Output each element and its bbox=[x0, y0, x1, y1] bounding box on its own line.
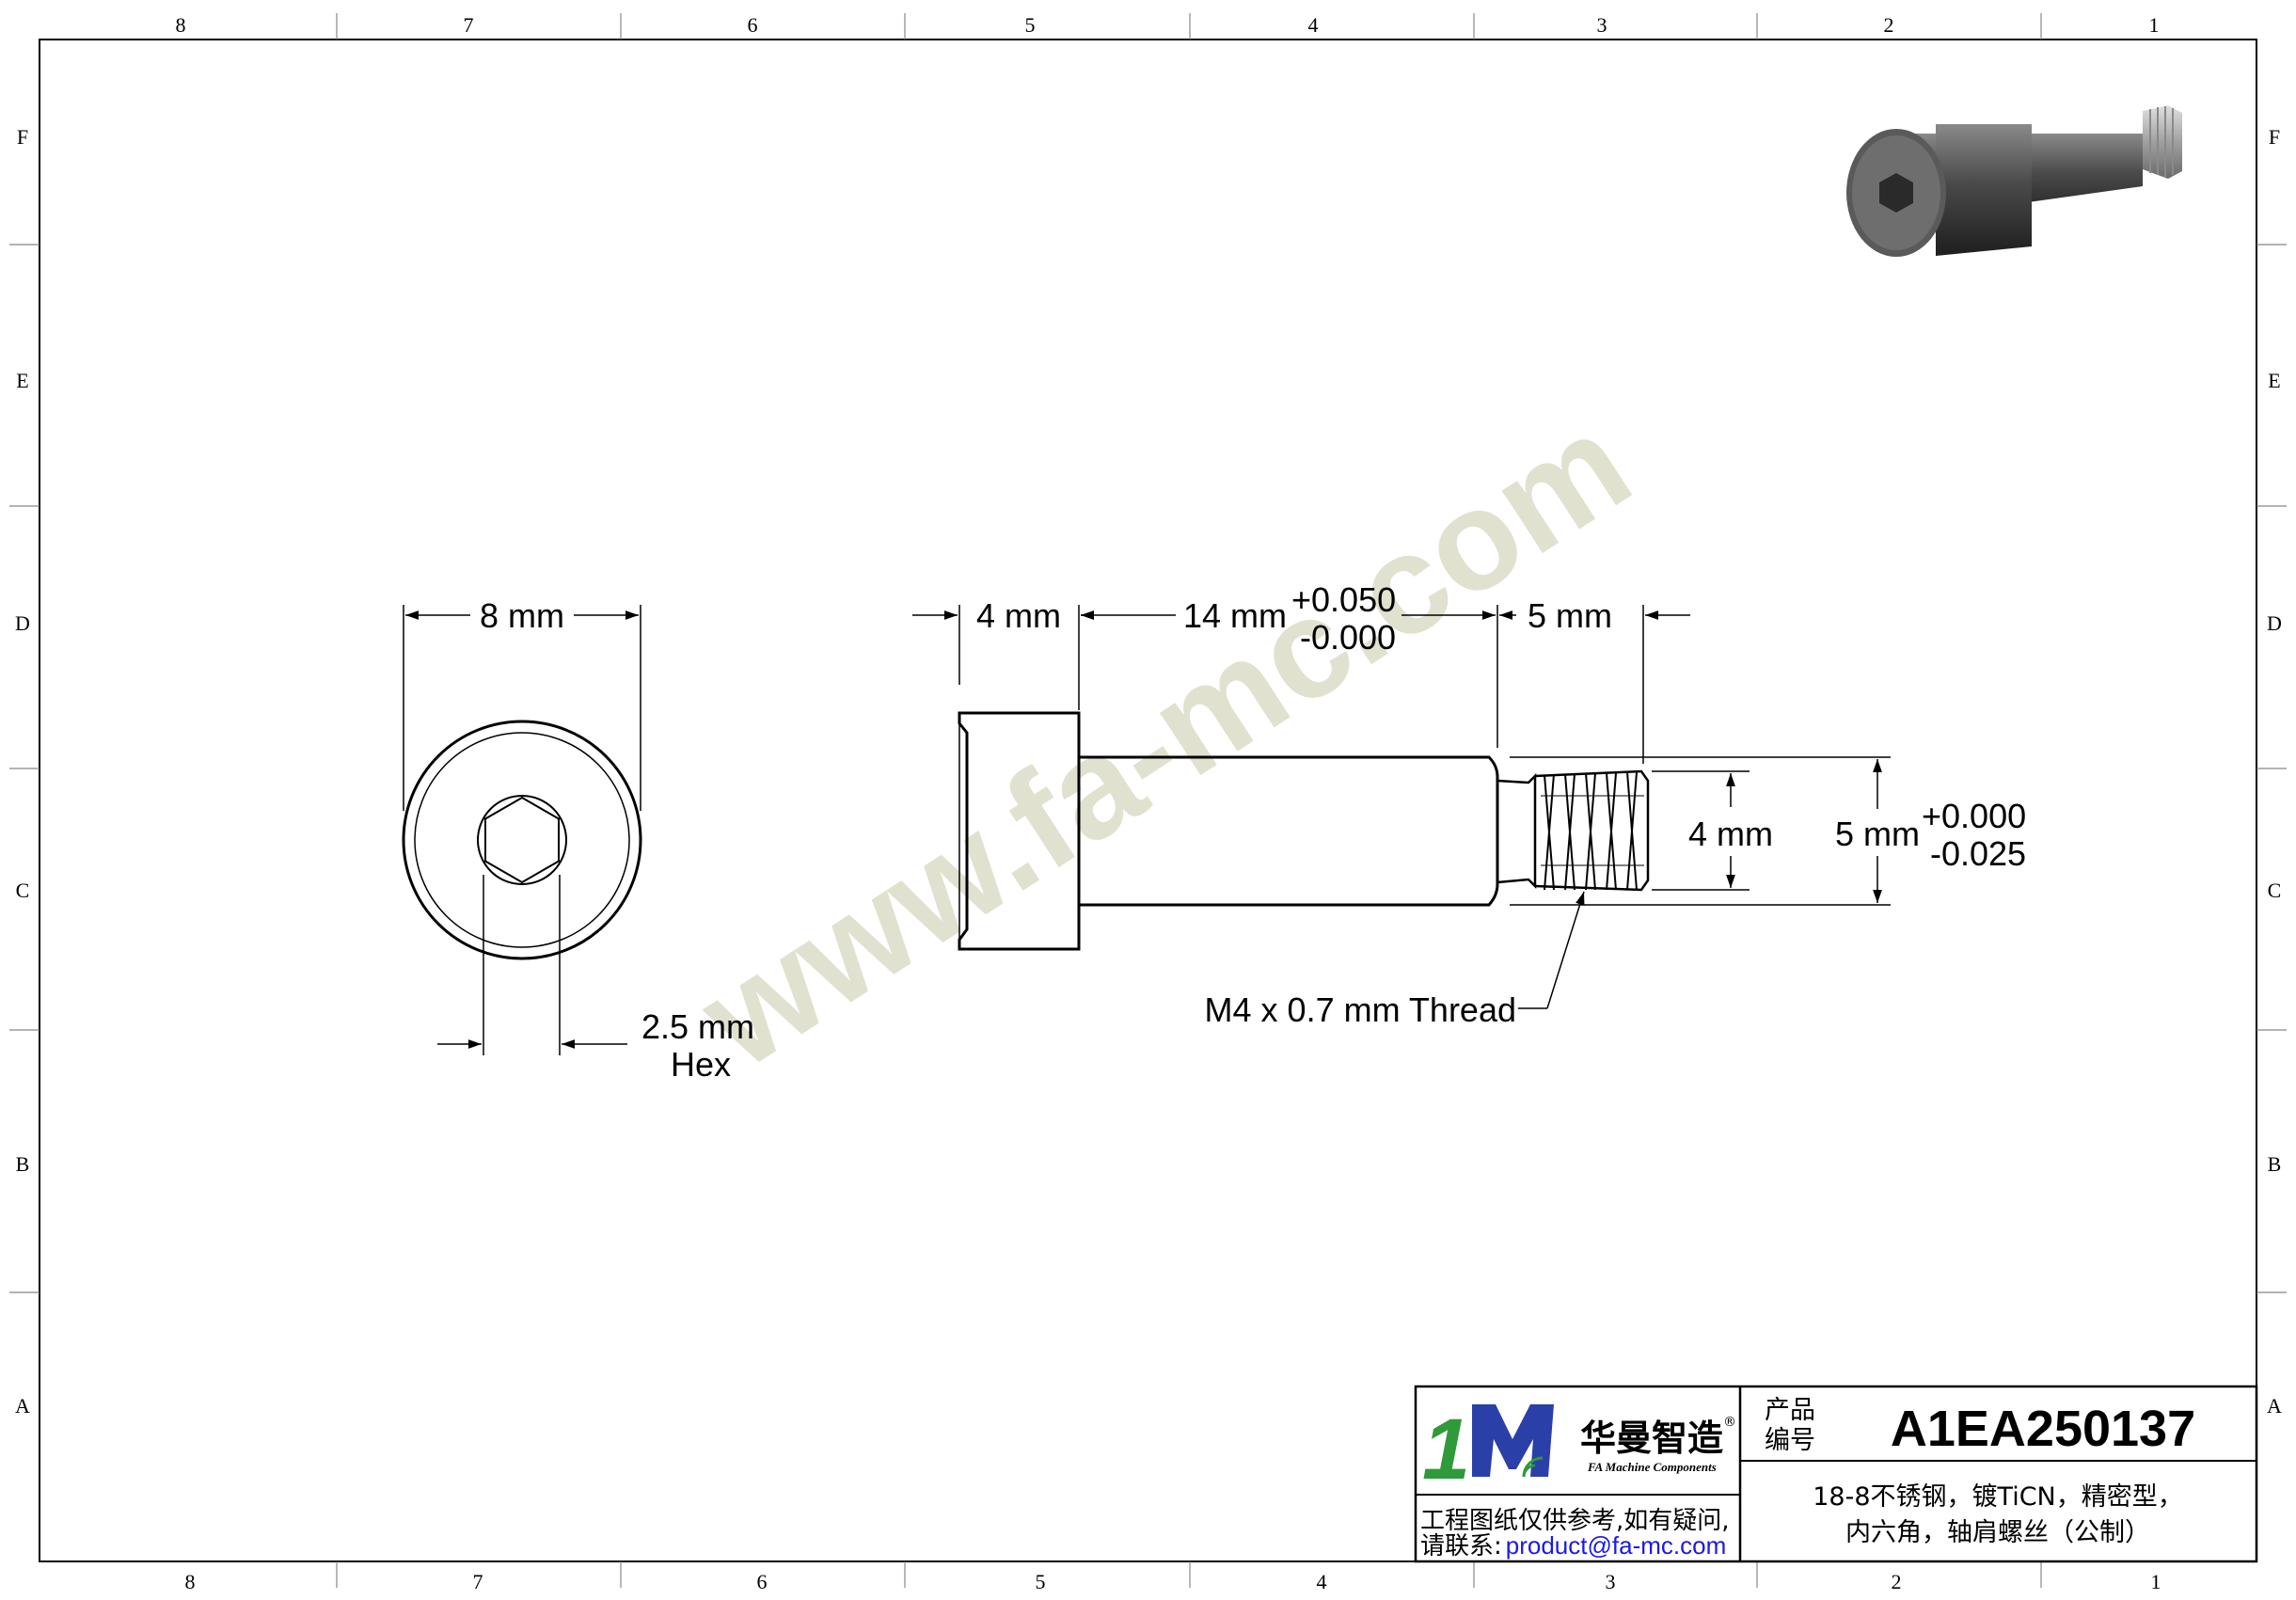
zone-col-label: 7 bbox=[464, 13, 474, 37]
zone-col-label: 3 bbox=[1606, 1570, 1616, 1593]
zone-col-label: 3 bbox=[1597, 13, 1607, 37]
shoulder-length-tol-plus: +0.050 bbox=[1291, 580, 1396, 619]
company-name-cn: 华曼智造 bbox=[1580, 1418, 1723, 1459]
disclaimer-line2: 请联系:product@fa-mc.com bbox=[1420, 1531, 1726, 1560]
hex-socket bbox=[484, 796, 560, 884]
hex-size-label: 2.5 mm bbox=[641, 1007, 754, 1046]
registered-mark: ® bbox=[1723, 1415, 1736, 1430]
title-block: 1 华曼智造 ® FA Machine Components 工程图纸仅供参考,… bbox=[1414, 1385, 2258, 1563]
contact-prefix: 请联系: bbox=[1420, 1532, 1502, 1560]
part-number: A1EA250137 bbox=[1891, 1401, 2195, 1457]
bolt-3d-thumbnail bbox=[1846, 105, 2182, 257]
product-label-2: 编号 bbox=[1765, 1426, 1815, 1455]
hex-socket-circle bbox=[477, 795, 567, 885]
drawing-frame bbox=[9, 13, 2287, 1588]
zone-col-label: 1 bbox=[2151, 1570, 2161, 1593]
head-length-label: 4 mm bbox=[976, 596, 1061, 635]
zone-row-label: C bbox=[2268, 879, 2282, 902]
thread-diameter-label: 4 mm bbox=[1688, 815, 1773, 853]
side-view: 4 mm 14 mm +0.050 -0.000 5 mm 4 mm 5 mm … bbox=[912, 580, 2026, 1029]
product-label-1: 产品 bbox=[1765, 1396, 1815, 1425]
shoulder-length-label: 14 mm bbox=[1183, 596, 1287, 635]
logo-mark-1: 1 bbox=[1422, 1402, 1470, 1497]
zone-col-label: 4 bbox=[1308, 13, 1319, 37]
zone-row-label: E bbox=[2268, 369, 2280, 392]
zone-row-label: B bbox=[16, 1152, 30, 1176]
zone-row-label: F bbox=[17, 125, 28, 149]
thread-callout: M4 x 0.7 mm Thread bbox=[1205, 990, 1516, 1029]
company-logo: 1 华曼智造 ® FA Machine Components bbox=[1422, 1402, 1736, 1497]
logo-mark-m bbox=[1472, 1404, 1554, 1477]
disclaimer-line1: 工程图纸仅供参考,如有疑问, bbox=[1420, 1507, 1730, 1535]
zone-row-label: C bbox=[16, 879, 30, 902]
zone-row-label: E bbox=[16, 369, 28, 392]
hex-type-label: Hex bbox=[671, 1045, 731, 1084]
shoulder-length-tol-minus: -0.000 bbox=[1300, 618, 1396, 657]
zone-col-label: 1 bbox=[2149, 13, 2160, 37]
zone-labels-left: F E D C B A bbox=[15, 125, 30, 1418]
diameter-label: 8 mm bbox=[480, 596, 564, 635]
shoulder-diameter-tol-minus: -0.025 bbox=[1930, 834, 2026, 873]
zone-col-label: 8 bbox=[185, 1570, 196, 1593]
zone-row-label: A bbox=[15, 1394, 30, 1418]
description-line2: 内六角，轴肩螺丝（公制） bbox=[1845, 1518, 2150, 1547]
zone-col-label: 6 bbox=[757, 1570, 768, 1593]
thread-undercut bbox=[1496, 772, 1537, 890]
zone-row-label: B bbox=[2268, 1152, 2282, 1176]
head-inner-circle bbox=[414, 732, 630, 948]
shoulder-diameter-tol-plus: +0.000 bbox=[1922, 797, 2026, 835]
zone-labels-bottom: 8 7 6 5 4 3 2 1 bbox=[185, 1570, 2161, 1593]
zone-col-label: 4 bbox=[1317, 1570, 1327, 1593]
zone-col-label: 2 bbox=[1892, 1570, 1902, 1593]
zone-col-label: 2 bbox=[1884, 13, 1894, 37]
zone-col-label: 8 bbox=[176, 13, 186, 37]
shoulder-diameter-label: 5 mm bbox=[1835, 815, 1920, 853]
company-name-en: FA Machine Components bbox=[1587, 1460, 1717, 1474]
zone-col-label: 6 bbox=[748, 13, 758, 37]
thread-lines bbox=[1541, 771, 1644, 891]
contact-email: product@fa-mc.com bbox=[1506, 1531, 1726, 1560]
zone-col-label: 5 bbox=[1025, 13, 1036, 37]
zone-labels-top: 8 7 6 5 4 3 2 1 bbox=[176, 13, 2160, 37]
zone-col-label: 5 bbox=[1036, 1570, 1046, 1593]
zone-labels-right: F E D C B A bbox=[2267, 125, 2282, 1418]
thread-body bbox=[1534, 769, 1650, 892]
description-line1: 18-8不锈钢，镀TiCN，精密型， bbox=[1813, 1482, 2183, 1512]
head-outer-circle bbox=[402, 720, 642, 960]
thread-length-label: 5 mm bbox=[1528, 596, 1612, 635]
bolt-shoulder bbox=[1079, 755, 1499, 907]
zone-row-label: D bbox=[15, 611, 30, 635]
zone-col-label: 7 bbox=[473, 1570, 483, 1593]
zone-row-label: F bbox=[2269, 125, 2280, 149]
zone-row-label: D bbox=[2267, 611, 2282, 635]
zone-row-label: A bbox=[2267, 1394, 2282, 1418]
front-view: 8 mm 2.5 mm Hex bbox=[402, 596, 754, 1084]
